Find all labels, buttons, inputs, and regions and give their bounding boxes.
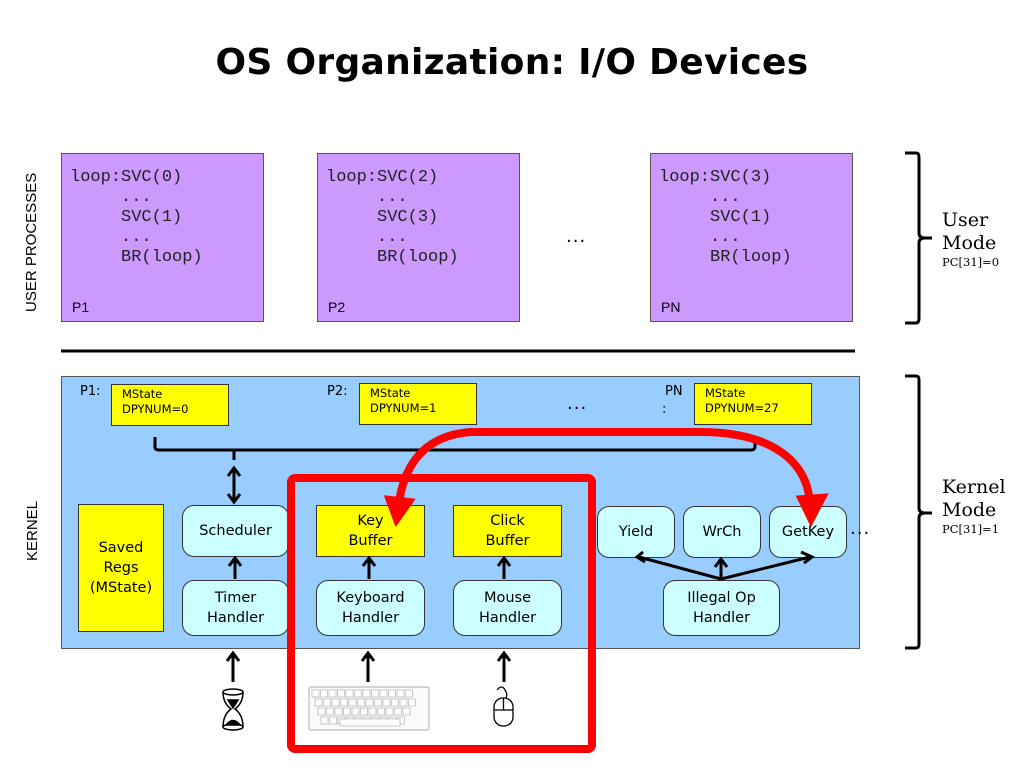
process-code: loop:SVC(2) ... SVC(3) ... BR(loop) — [326, 168, 459, 267]
handler-to-buffer-arrows — [227, 555, 512, 579]
svc-ellipsis: ... — [850, 518, 871, 539]
user-mode-label: User Mode PC[31]=0 — [942, 209, 1000, 269]
mstate-label-pn-colon: : — [662, 402, 667, 417]
wrch-handler-box: WrCh — [683, 506, 761, 558]
slide-title: OS Organization: I/O Devices — [215, 42, 809, 83]
mouse-icon — [493, 686, 514, 727]
red-arrowhead-getkey — [795, 493, 829, 528]
kernel-mode-label: Kernel Mode PC[31]=1 — [942, 476, 1006, 536]
keyboard-icon — [308, 686, 430, 731]
process-box-p2: loop:SVC(2) ... SVC(3) ... BR(loop) P2 — [317, 153, 520, 322]
process-ellipsis: ... — [566, 226, 587, 247]
process-name: P1 — [72, 299, 90, 315]
mstate-label-p1: P1: — [80, 384, 101, 399]
mstate-label-p2: P2: — [327, 384, 348, 399]
process-name: PN — [661, 299, 681, 315]
process-box-p1: loop:SVC(0) ... SVC(1) ... BR(loop) P1 — [61, 153, 264, 322]
mstate-ellipsis: ... — [567, 393, 588, 414]
illegal-op-dispatch-arrows — [634, 550, 815, 581]
user-mode-brace — [905, 151, 932, 325]
process-name: P2 — [328, 299, 346, 315]
process-code: loop:SVC(3) ... SVC(1) ... BR(loop) — [659, 168, 792, 267]
io-highlight-box — [287, 474, 596, 753]
getkey-keybuffer-curve-arrow — [394, 428, 814, 511]
process-code: loop:SVC(0) ... SVC(1) ... BR(loop) — [70, 168, 203, 267]
red-arrowhead-keybuffer — [383, 495, 416, 528]
process-box-pn: loop:SVC(3) ... SVC(1) ... BR(loop) PN — [650, 153, 853, 322]
mstate-group-brace — [153, 437, 757, 452]
mstate-label-pn: PN — [665, 384, 683, 399]
device-interrupt-arrows — [225, 650, 512, 682]
scheduler-box: Scheduler — [182, 505, 289, 557]
kernel-mode-brace — [905, 374, 932, 650]
hourglass-icon — [222, 688, 244, 731]
